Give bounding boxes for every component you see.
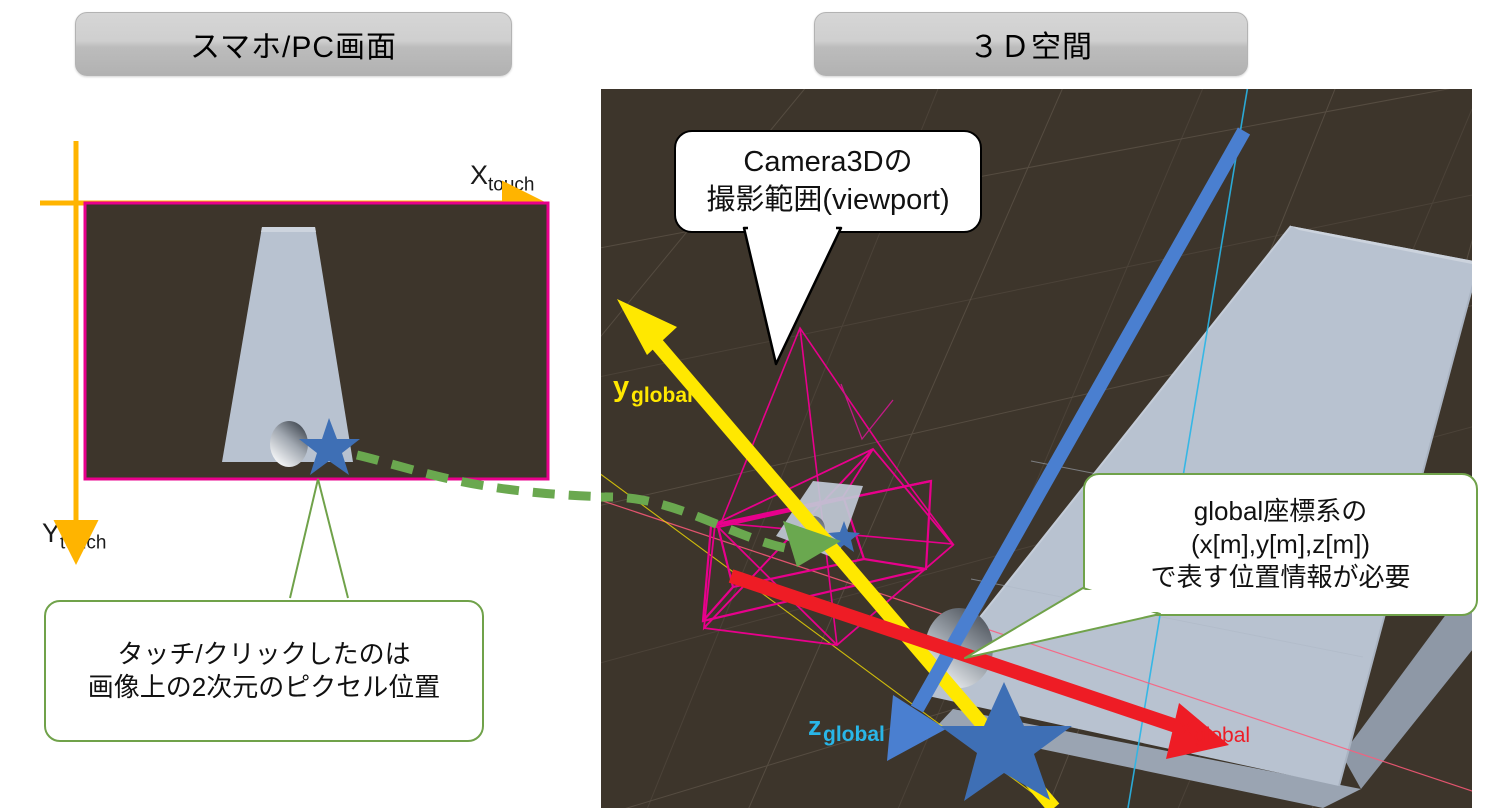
callout-global-line1: global座標系の	[1193, 495, 1368, 526]
device-screen	[83, 201, 550, 481]
touch-axes	[40, 141, 547, 565]
svg-text:z: z	[808, 711, 822, 741]
projection-link-dashed-in	[601, 492, 802, 556]
road-far-edge	[1291, 226, 1472, 265]
axis-label-y-global: y global	[613, 371, 693, 407]
axis-arrow-x-global	[728, 569, 1229, 759]
x-touch-axis-label-main: X	[470, 160, 489, 190]
panel-title-screen-label: スマホ/PC画面	[189, 31, 398, 64]
touch-callout-tail	[289, 478, 349, 599]
screen-road-top	[261, 227, 316, 232]
z-axis-reference-line	[1127, 89, 1249, 808]
road-edge-face	[1342, 579, 1472, 789]
projection-link-arrowhead	[783, 521, 841, 567]
callout-global-line2: (x[m],y[m],z[m])	[1190, 528, 1371, 559]
axis-label-x-global: x global	[1179, 712, 1250, 747]
callout-global: global座標系の (x[m],y[m],z[m]) で表す位置情報が必要	[1083, 473, 1478, 616]
axis-label-z-global: z global	[808, 711, 885, 746]
svg-text:global: global	[823, 723, 885, 746]
callout-touch-line1: タッチ/クリックしたのは	[117, 638, 411, 669]
camera-up-triangle	[840, 383, 894, 441]
panel-title-screen: スマホ/PC画面	[75, 12, 512, 76]
y-touch-axis-label-sub: touch	[60, 532, 107, 554]
y-touch-axis-label-main: Y	[42, 518, 61, 548]
callout-touch: タッチ/クリックしたのは 画像上の2次元のピクセル位置	[44, 600, 484, 742]
panel-title-3dspace: ３Ｄ空間	[814, 12, 1248, 76]
callout-camera-line2: 撮影範囲(viewport)	[706, 183, 950, 216]
callout-global-line3: で表す位置情報が必要	[1150, 562, 1411, 593]
callout-camera: Camera3Dの 撮影範囲(viewport)	[674, 130, 982, 233]
callout-touch-line2: 画像上の2次元のピクセル位置	[87, 672, 441, 702]
svg-text:x: x	[1179, 712, 1193, 742]
svg-text:global: global	[1194, 724, 1250, 747]
callout-camera-line1: Camera3Dの	[743, 146, 913, 179]
projection-link-dashed-out	[355, 450, 611, 502]
screen-road	[222, 227, 353, 462]
x-touch-axis-label-sub: touch	[488, 174, 535, 196]
screen-sphere	[270, 421, 308, 467]
star-marker	[940, 682, 1072, 801]
screen-star	[299, 418, 360, 475]
svg-text:y: y	[613, 371, 629, 403]
x-touch-axis-label: Xtouch	[470, 160, 535, 196]
svg-text:global: global	[631, 384, 693, 407]
panel-title-3dspace-label: ３Ｄ空間	[969, 31, 1093, 64]
y-touch-axis-label: Ytouch	[42, 518, 107, 554]
